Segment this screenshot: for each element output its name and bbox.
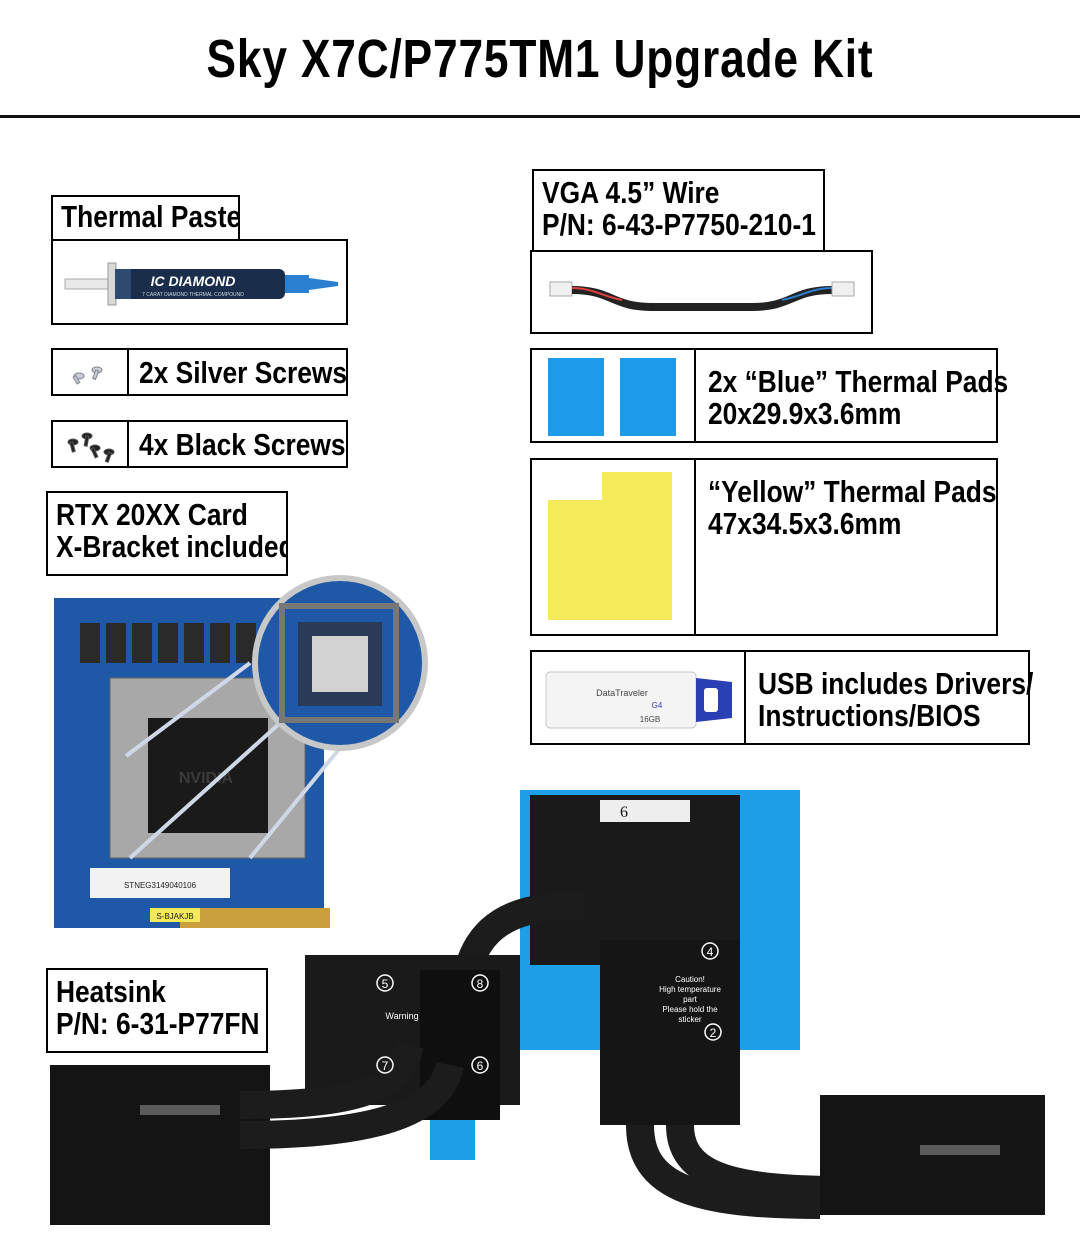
silver-screws-label: 2x Silver Screws: [139, 355, 348, 390]
heatsink-caution: Caution!: [675, 975, 705, 984]
svg-text:part: part: [683, 995, 698, 1004]
heatsink-mark-2: 2: [710, 1026, 717, 1040]
black-screws-label: 4x Black Screws: [139, 427, 346, 462]
heatsink-mark-4: 4: [707, 945, 714, 959]
blue-thermal-pads: [548, 358, 676, 436]
heatsink-mark-6: 6: [477, 1059, 484, 1073]
silver-screws-icon: [72, 366, 103, 385]
heatsink-image: 6 5 8 7 6 Warning 4 Caution! High temper…: [50, 790, 1045, 1225]
svg-text:sticker: sticker: [678, 1015, 701, 1024]
gpu-card-image: NVIDIA STNEG3149040106 S-BJAKJB: [54, 575, 428, 928]
usb-box: DataTraveler G4 16GB USB includes Driver…: [530, 650, 1033, 745]
blue-pads-label: 2x “Blue” Thermal Pads 20x29.9x3.6mm: [708, 364, 1009, 431]
usb-brand: DataTraveler: [596, 688, 648, 698]
gpu-chip-text: NVIDIA: [179, 770, 234, 787]
gpu-sticker: S-BJAKJB: [156, 912, 193, 921]
silver-screws-box: 2x Silver Screws: [51, 348, 348, 396]
page-title: Sky X7C/P775TM1 Upgrade Kit: [206, 29, 874, 89]
gpu-card-label: RTX 20XX Card X-Bracket included: [46, 491, 288, 576]
gpu-serial: STNEG3149040106: [124, 881, 197, 890]
heatsink-mark-7: 7: [382, 1059, 389, 1073]
heatsink-warning: Warning: [385, 1011, 418, 1021]
thermal-paste-brand: IC DIAMOND: [151, 273, 236, 289]
svg-text:Please hold the: Please hold the: [662, 1005, 718, 1014]
thermal-paste-image-box: IC DIAMOND 7 CARAT DIAMOND THERMAL COMPO…: [51, 239, 348, 325]
blue-pads-box: 2x “Blue” Thermal Pads 20x29.9x3.6mm: [530, 348, 1008, 443]
heatsink-mark-8: 8: [477, 977, 484, 991]
title-divider: [0, 115, 1080, 118]
thermal-paste-syringe: IC DIAMOND 7 CARAT DIAMOND THERMAL COMPO…: [64, 262, 338, 306]
vga-wire-cable: [549, 281, 855, 311]
thermal-paste-label: Thermal Paste: [51, 195, 240, 241]
heatsink-tag: 6: [620, 804, 628, 821]
usb-drive: DataTraveler G4 16GB: [545, 671, 732, 729]
heatsink-label: Heatsink P/N: 6-31-P77FN: [46, 968, 268, 1053]
yellow-pads-box: “Yellow” Thermal Pads 47x34.5x3.6mm: [530, 458, 998, 636]
black-screws-icon: [67, 432, 115, 464]
black-screws-box: 4x Black Screws: [51, 420, 348, 468]
usb-label: USB includes Drivers/ Instructions/BIOS: [758, 666, 1034, 733]
svg-text:High temperature: High temperature: [659, 985, 721, 994]
usb-model: G4: [652, 701, 663, 710]
usb-capacity: 16GB: [640, 715, 660, 724]
vga-wire-image-box: [530, 250, 873, 334]
thermal-paste-subtext: 7 CARAT DIAMOND THERMAL COMPOUND: [142, 292, 244, 298]
yellow-pads-label: “Yellow” Thermal Pads 47x34.5x3.6mm: [708, 474, 997, 541]
vga-wire-label: VGA 4.5” Wire P/N: 6-43-P7750-210-1: [532, 169, 825, 252]
yellow-thermal-pads: [548, 472, 672, 620]
heatsink-mark-5: 5: [382, 977, 389, 991]
